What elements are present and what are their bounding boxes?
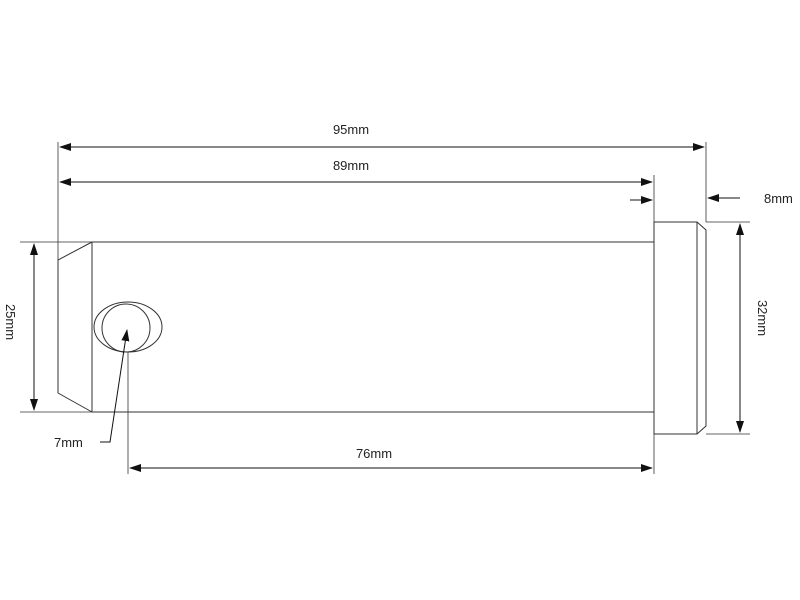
dim-pin-diameter: 25mm: [3, 243, 38, 411]
pin-head: [653, 221, 707, 435]
dim-hole-diameter: 7mm: [54, 329, 130, 450]
dim-shank-length: 89mm: [59, 158, 653, 186]
hole-to-head-label: 76mm: [356, 446, 392, 461]
pin-body: [57, 221, 707, 435]
head-thickness-label: 8mm: [764, 191, 793, 206]
cross-hole-outer: [93, 301, 163, 353]
dim-hole-to-head: 76mm: [127, 352, 653, 474]
head-diameter-label: 32mm: [755, 300, 770, 336]
overall-length-label: 95mm: [333, 122, 369, 137]
extension-lines: [20, 142, 750, 474]
pin-chamfer-end: [57, 241, 93, 413]
pin-diameter-label: 25mm: [3, 304, 18, 340]
hole-diameter-label: 7mm: [54, 435, 83, 450]
shank-length-label: 89mm: [333, 158, 369, 173]
dim-head-thickness: 8mm: [630, 191, 793, 206]
cross-hole: [101, 303, 151, 353]
dim-overall-length: 95mm: [59, 122, 705, 151]
dim-head-diameter: 32mm: [736, 223, 770, 433]
